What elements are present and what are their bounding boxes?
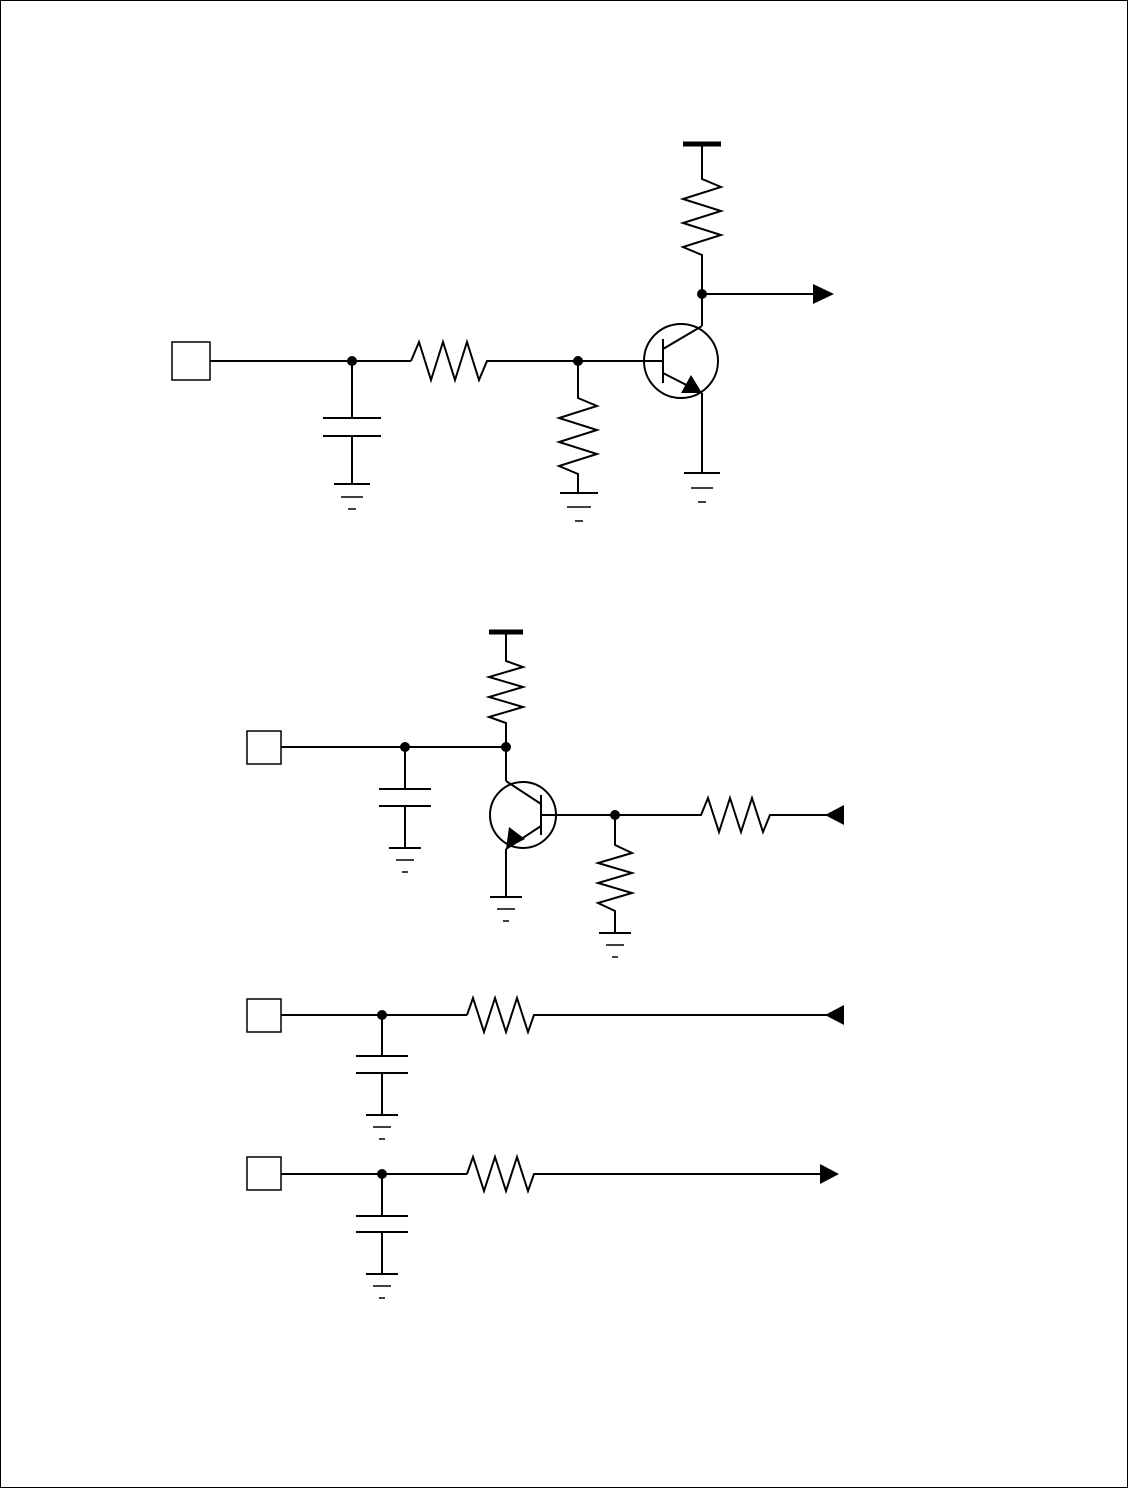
input-arrow [825, 805, 844, 825]
input-arrow [825, 1005, 844, 1025]
circuit-3 [247, 998, 844, 1139]
npn-transistor [490, 781, 615, 849]
circuit-4 [247, 1157, 839, 1298]
input-port [247, 999, 281, 1032]
npn-transistor [644, 324, 718, 398]
circuit-2 [247, 632, 844, 957]
resistor [598, 815, 632, 933]
capacitor [356, 1015, 408, 1115]
input-port [247, 1157, 281, 1190]
ground-symbol [366, 1115, 398, 1139]
resistor [559, 361, 597, 493]
ground-symbol [560, 493, 598, 521]
ground-symbol [334, 484, 370, 509]
ground-symbol [599, 933, 631, 957]
ground-symbol [684, 473, 720, 502]
input-port [172, 342, 210, 380]
resistor [467, 998, 827, 1032]
resistor [411, 342, 578, 380]
ground-symbol [490, 897, 522, 921]
output-arrow [820, 1164, 839, 1184]
capacitor [356, 1174, 408, 1274]
output-arrow [813, 284, 834, 304]
resistor [615, 798, 827, 832]
capacitor [379, 747, 431, 848]
ground-symbol [389, 848, 421, 872]
ground-symbol [366, 1274, 398, 1298]
input-port [247, 731, 281, 764]
resistor [467, 1157, 821, 1191]
resistor [683, 144, 721, 294]
capacitor [323, 361, 381, 484]
circuit-1 [172, 144, 834, 521]
resistor [489, 632, 523, 747]
